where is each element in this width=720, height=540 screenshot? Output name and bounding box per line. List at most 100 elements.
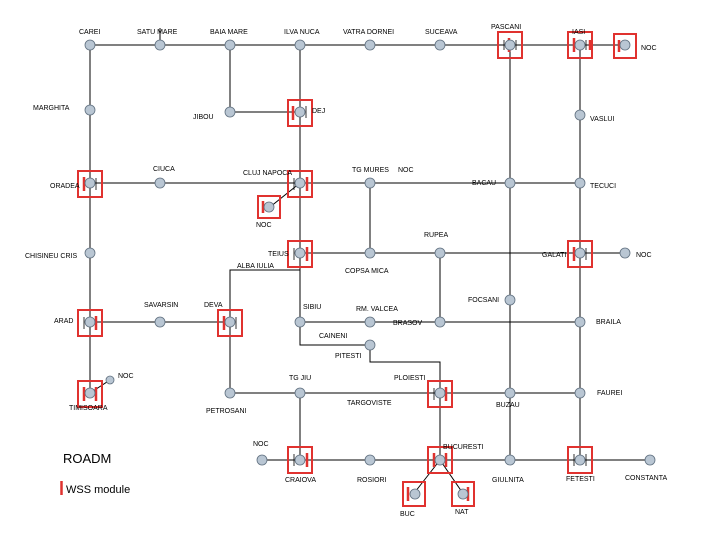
label-pitesti: PITESTI — [335, 353, 362, 360]
wss-bucuresti — [432, 453, 448, 467]
label-savarsin: SAVARSIN — [144, 302, 178, 309]
roadm-arad[interactable] — [77, 309, 103, 337]
node-caineni[interactable] — [364, 339, 376, 351]
node-teius[interactable] — [294, 247, 306, 259]
node-rosiori[interactable] — [364, 454, 376, 466]
roadm-craiova[interactable] — [287, 446, 313, 474]
node-oradea[interactable] — [84, 177, 96, 189]
roadm-teius[interactable] — [287, 240, 313, 268]
label-jibou: JIBOU — [193, 114, 214, 121]
roadm-fetesti[interactable] — [567, 446, 593, 474]
node-buzau[interactable] — [504, 387, 516, 399]
node-sibiu[interactable] — [294, 316, 306, 328]
node-suceava[interactable] — [434, 39, 446, 51]
roadm-timisoara[interactable] — [77, 380, 103, 408]
label-craiova: CRAIOVA — [285, 477, 316, 484]
node-ploiesti[interactable] — [434, 387, 446, 399]
label-bacau: BACAU — [472, 180, 496, 187]
node-constanta[interactable] — [644, 454, 656, 466]
node-cluj-napoca[interactable] — [294, 177, 306, 189]
node-focsani[interactable] — [504, 294, 516, 306]
label-deva: DEVA — [204, 302, 223, 309]
node-dej[interactable] — [294, 106, 306, 118]
node-carei[interactable] — [84, 39, 96, 51]
node-ciuca[interactable] — [154, 177, 166, 189]
node-chisineu-cris[interactable] — [84, 247, 96, 259]
roadm-oradea[interactable] — [77, 170, 103, 198]
node-rm-valcea[interactable] — [364, 316, 376, 328]
wss-deva — [222, 316, 237, 330]
roadm-buc[interactable] — [402, 481, 426, 507]
wss-teius — [293, 247, 309, 261]
node-jibou[interactable] — [224, 106, 236, 118]
label-noc-cluj: NOC — [256, 222, 272, 229]
legend: ROADM WSS module — [60, 451, 130, 496]
node-bucuresti[interactable] — [434, 454, 446, 466]
node-buc[interactable] — [409, 488, 421, 500]
roadm-cluj-noc[interactable] — [257, 195, 281, 219]
wss-dej — [291, 106, 307, 120]
node-tecuci[interactable] — [574, 177, 586, 189]
label-petrosani: PETROSANI — [206, 408, 247, 415]
label-noc-tgm: NOC — [398, 167, 414, 174]
node-nat[interactable] — [457, 488, 469, 500]
node-marghita[interactable] — [84, 104, 96, 116]
node-craiova[interactable] — [294, 454, 306, 466]
node-vaslui[interactable] — [574, 109, 586, 121]
roadm-dej[interactable] — [287, 99, 313, 127]
label-vaslui: VASLUI — [590, 116, 614, 123]
node-satu-mare[interactable] — [154, 39, 166, 51]
node-rupea[interactable] — [364, 247, 376, 259]
roadm-nat[interactable] — [451, 481, 475, 507]
node-pascani[interactable] — [504, 39, 516, 51]
roadm-cluj[interactable] — [287, 170, 313, 198]
node-copsa-mica[interactable] — [434, 247, 446, 259]
node-tg-jiu[interactable] — [294, 387, 306, 399]
label-chisineu-cris: CHISINEU CRIS — [25, 253, 77, 260]
node-baia-mare[interactable] — [224, 39, 236, 51]
node-tg-mures[interactable] — [364, 177, 376, 189]
node-savarsin[interactable] — [154, 316, 166, 328]
node-fetesti[interactable] — [574, 454, 586, 466]
node-ilva-nuca[interactable] — [294, 39, 306, 51]
label-braila: BRAILA — [596, 319, 621, 326]
roadm-ploiesti[interactable] — [427, 380, 453, 408]
roadm-boxes — [77, 31, 637, 507]
label-caineni: CAINENI — [319, 333, 347, 340]
label-brasov: BRASOV — [393, 320, 423, 327]
node-giulnita[interactable] — [504, 454, 516, 466]
roadm-pascani[interactable] — [497, 31, 523, 59]
node-noc-galati[interactable] — [619, 247, 631, 259]
node-vatra-dornei[interactable] — [364, 39, 376, 51]
roadm-iasi-noc[interactable] — [613, 33, 637, 59]
wss-ploiesti — [433, 387, 448, 401]
roadm-deva[interactable] — [217, 309, 243, 337]
node-noc-iasi[interactable] — [619, 39, 631, 51]
node-deva[interactable] — [224, 316, 236, 328]
node-arad[interactable] — [84, 316, 96, 328]
node-faurei[interactable] — [574, 387, 586, 399]
roadm-iasi[interactable] — [567, 31, 593, 59]
node-timisoara[interactable] — [84, 387, 96, 399]
label-sibiu: SIBIU — [303, 304, 321, 311]
node-noc-craiova[interactable] — [256, 454, 268, 466]
link-sibiu-caineni — [299, 322, 441, 393]
roadm-galati[interactable] — [567, 240, 593, 268]
label-rupea: RUPEA — [424, 232, 448, 239]
node-noc-timisoara[interactable] — [105, 375, 115, 385]
label-iasi: IASI — [572, 29, 585, 36]
node-braila[interactable] — [574, 316, 586, 328]
node-petrosani[interactable] — [224, 387, 236, 399]
label-ciuca: CIUCA — [153, 166, 175, 173]
node-noc-cluj[interactable] — [263, 201, 275, 213]
link-albaiulia-deva — [229, 269, 300, 322]
links — [89, 28, 650, 493]
roadm-bucuresti[interactable] — [427, 446, 453, 474]
node-brasov[interactable] — [434, 316, 446, 328]
label-arad: ARAD — [54, 318, 73, 325]
node-galati[interactable] — [574, 247, 586, 259]
label-targoviste: TARGOVISTE — [347, 400, 392, 407]
node-iasi[interactable] — [574, 39, 586, 51]
node-bacau[interactable] — [504, 177, 516, 189]
